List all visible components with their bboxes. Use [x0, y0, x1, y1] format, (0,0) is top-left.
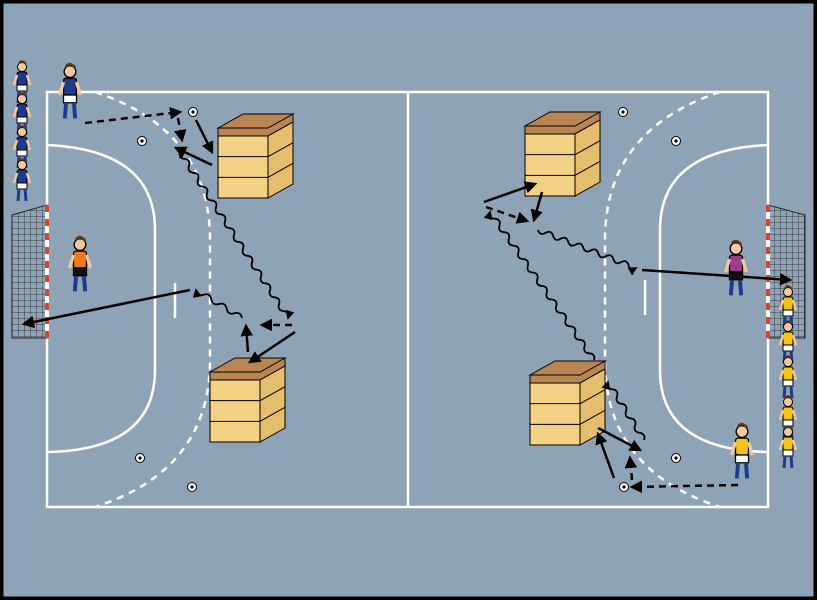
- right-goal: [766, 204, 806, 339]
- waiting-player-right: [778, 355, 798, 399]
- run-path: [629, 480, 739, 494]
- pass-arrow: [595, 431, 616, 479]
- shot-arrow: [21, 288, 191, 329]
- dribble-path: [601, 380, 646, 441]
- run-path: [174, 117, 187, 143]
- pass-arrow: [247, 330, 296, 364]
- attacking-player-left: [58, 62, 82, 119]
- dribble-path: [537, 229, 638, 276]
- run-path: [624, 455, 638, 481]
- waiting-player-left: [12, 125, 32, 169]
- dribble-path: [178, 151, 295, 320]
- ball-icon: [618, 107, 628, 117]
- vaulting-box: [216, 113, 295, 199]
- vaulting-box: [528, 360, 607, 446]
- vaulting-box: [523, 111, 602, 197]
- pass-arrow: [194, 119, 214, 155]
- ball-icon: [188, 107, 198, 117]
- pass-arrow: [597, 426, 643, 452]
- goalkeeper-left: [68, 235, 92, 292]
- waiting-player-right: [778, 285, 798, 329]
- dribble-path: [192, 288, 243, 319]
- left-free-throw-line: [94, 90, 212, 509]
- right-free-throw-line: [603, 90, 721, 509]
- goalkeeper-right: [724, 239, 748, 296]
- pass-arrow: [240, 323, 253, 353]
- pass-arrow: [173, 146, 213, 167]
- ball-icon: [671, 136, 681, 146]
- right-goal-area-line: [658, 143, 769, 454]
- vaulting-box: [208, 357, 287, 443]
- attacking-player-right: [730, 422, 754, 479]
- pass-arrow: [483, 181, 538, 204]
- run-path: [485, 205, 530, 224]
- dribble-path: [483, 210, 596, 361]
- run-path: [84, 106, 183, 125]
- shot-arrow: [641, 268, 793, 286]
- pass-arrow: [530, 191, 544, 223]
- waiting-player-right: [778, 320, 798, 364]
- ball-icon: [671, 453, 681, 463]
- ball-icon: [137, 136, 147, 146]
- ball-icon: [619, 482, 629, 492]
- left-goal-area-line: [46, 143, 157, 454]
- waiting-player-left: [12, 158, 32, 202]
- waiting-player-right: [778, 425, 798, 469]
- ball-icon: [135, 453, 145, 463]
- ball-icon: [187, 482, 197, 492]
- left-goal: [11, 204, 49, 339]
